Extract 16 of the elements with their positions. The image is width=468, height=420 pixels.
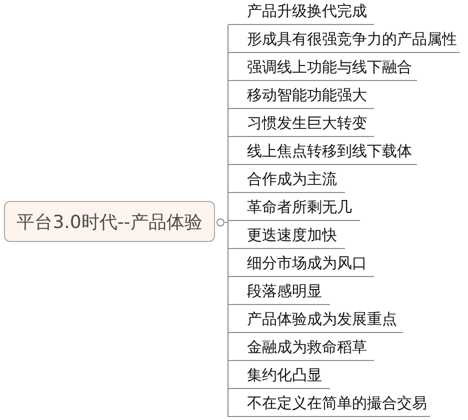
branch-topic: 合作成为主流: [228, 166, 345, 193]
branch-topic: 产品体验成为发展重点: [228, 306, 403, 333]
branch-topic: 更迭速度加快: [228, 222, 345, 249]
central-topic: 平台3.0时代--产品体验: [4, 201, 215, 242]
branch-topic: 不在定义在简单的撮合交易: [228, 390, 430, 417]
branch-topic: 线上焦点转移到线下载体: [228, 138, 417, 165]
branch-topic: 习惯发生巨大转变: [228, 110, 374, 137]
branch-topic: 细分市场成为风口: [228, 250, 374, 277]
branch-topic: 形成具有很强竞争力的产品属性: [228, 26, 460, 53]
branch-topic: 段落感明显: [228, 278, 330, 305]
branch-topic: 强调线上功能与线下融合: [228, 54, 417, 81]
branch-topic: 金融成为救命稻草: [228, 334, 374, 361]
branch-topic: 革命者所剩无几: [228, 194, 360, 221]
branch-topic: 产品升级换代完成: [228, 0, 374, 25]
branch-topic: 集约化凸显: [228, 362, 330, 389]
branch-topic: 移动智能功能强大: [228, 82, 374, 109]
